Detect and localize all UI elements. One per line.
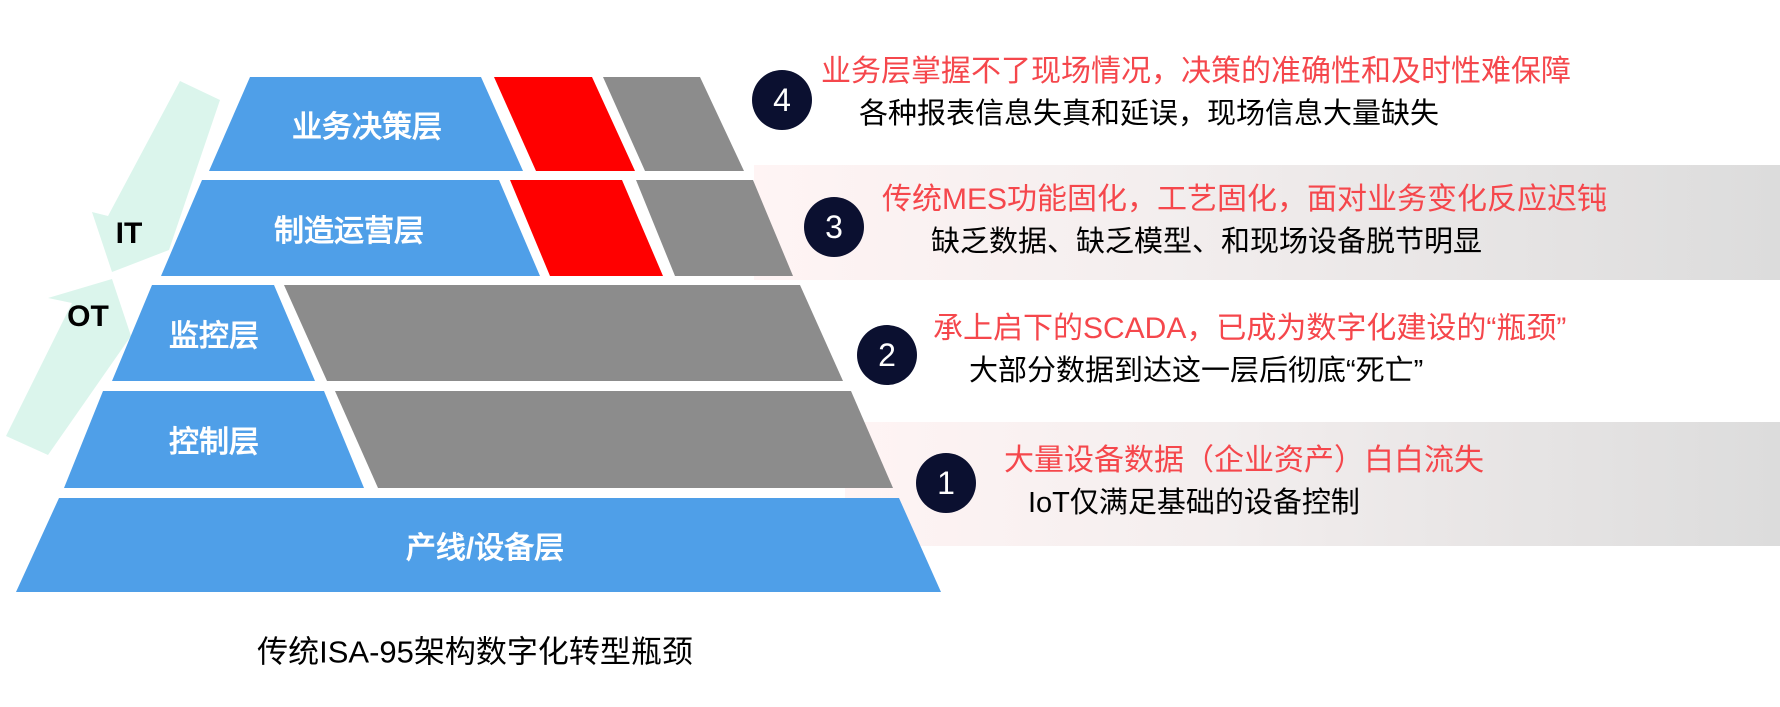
layer-label-control: 控制层 bbox=[169, 426, 259, 459]
issue-3-detail: 缺乏数据、缺乏模型、和现场设备脱节明显 bbox=[931, 226, 1483, 258]
issue-badge-3: 3 bbox=[804, 197, 864, 257]
mom-layer-gray-block bbox=[636, 180, 793, 276]
layer-label-business: 业务决策层 bbox=[292, 111, 442, 144]
diagram-caption: 传统ISA-95架构数字化转型瓶颈 bbox=[257, 634, 693, 670]
business-layer-gray-block bbox=[603, 77, 744, 171]
issue-4-headline: 业务层掌握不了现场情况，决策的准确性和及时性难保障 bbox=[821, 55, 1571, 88]
device-layer-block bbox=[16, 498, 941, 592]
issue-2-detail: 大部分数据到达这一层后彻底“死亡” bbox=[969, 355, 1424, 387]
business-layer-block bbox=[209, 77, 523, 171]
issue-1-headline: 大量设备数据（企业资产）白白流失 bbox=[1004, 444, 1484, 477]
mom-layer-block bbox=[161, 180, 540, 276]
issue-3-headline: 传统MES功能固化，工艺固化，面对业务变化反应迟钝 bbox=[882, 183, 1608, 216]
supervisory-layer-block bbox=[112, 285, 315, 381]
ot-label: OT bbox=[67, 300, 109, 333]
issue-1-background bbox=[845, 422, 1780, 546]
issue-badge-4: 4 bbox=[752, 70, 812, 130]
issue-4-detail: 各种报表信息失真和延误，现场信息大量缺失 bbox=[859, 98, 1440, 130]
issue-badge-2: 2 bbox=[857, 325, 917, 385]
it-label: IT bbox=[115, 217, 143, 250]
layer-label-device: 产线/设备层 bbox=[405, 532, 565, 565]
issue-3-background bbox=[754, 165, 1780, 280]
business-layer-red-block bbox=[494, 77, 635, 171]
layer-label-supervisory: 监控层 bbox=[169, 320, 259, 353]
layer-label-mom: 制造运营层 bbox=[274, 215, 424, 248]
mom-layer-red-block bbox=[510, 180, 663, 276]
issue-1-detail: IoT仅满足基础的设备控制 bbox=[1028, 487, 1360, 519]
issue-2-headline: 承上启下的SCADA，已成为数字化建设的“瓶颈” bbox=[933, 312, 1567, 345]
issue-badge-1: 1 bbox=[916, 453, 976, 513]
control-layer-gray-block bbox=[335, 391, 893, 488]
ot-arrow bbox=[6, 279, 131, 455]
supervisory-layer-gray-block bbox=[284, 285, 843, 381]
control-layer-block bbox=[64, 391, 364, 488]
it-arrow bbox=[92, 81, 220, 272]
